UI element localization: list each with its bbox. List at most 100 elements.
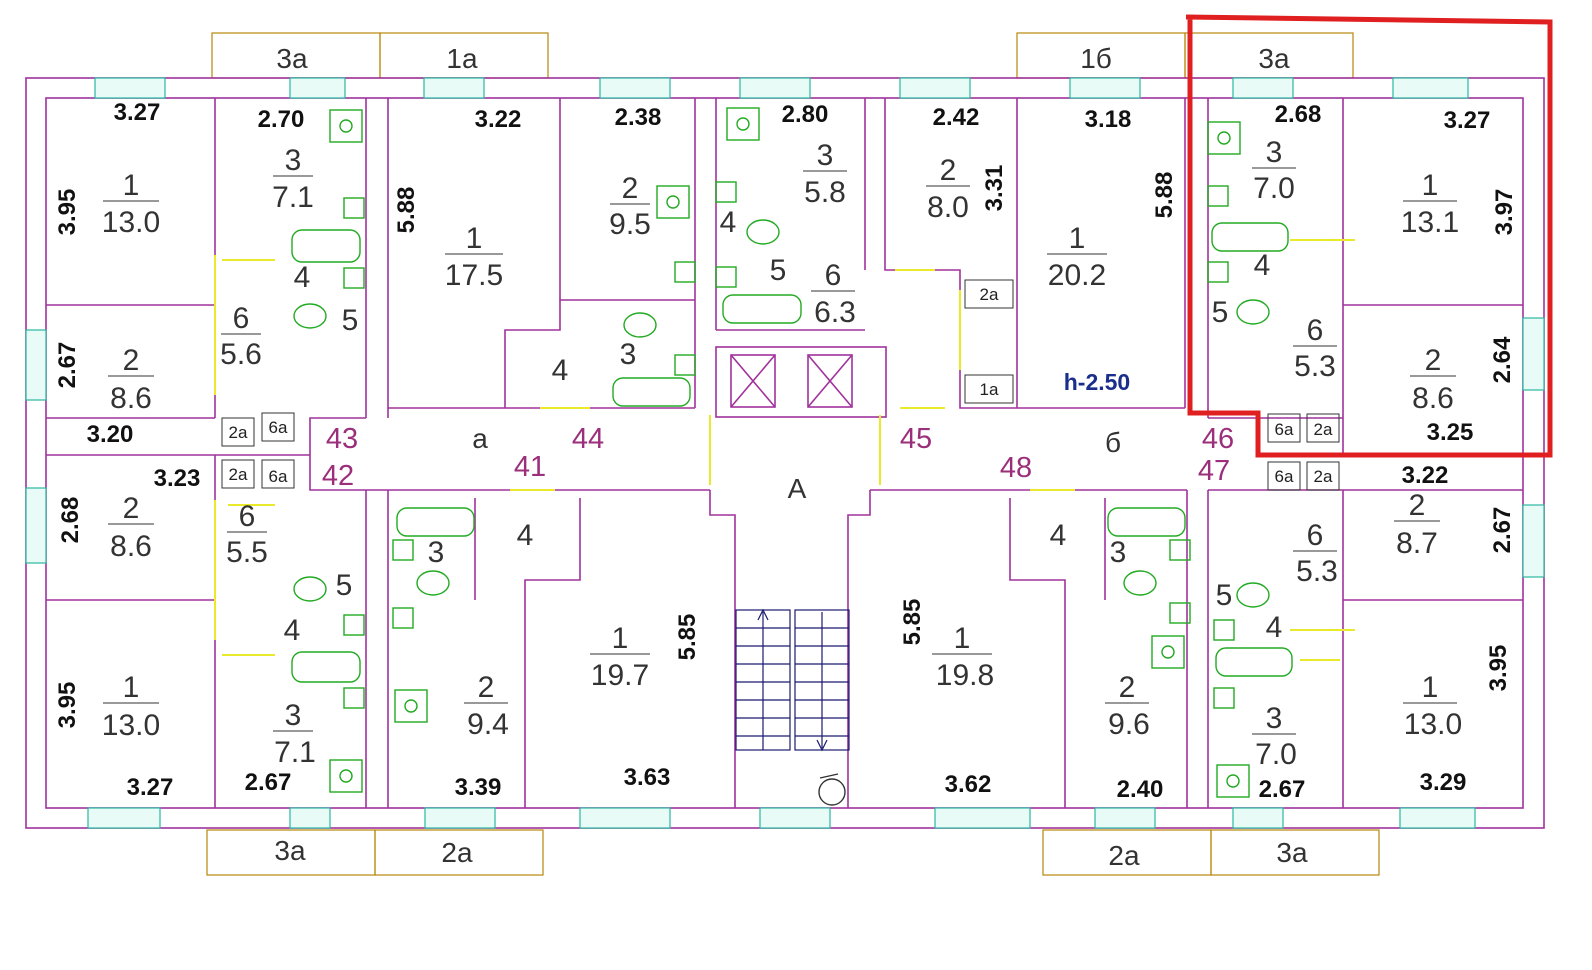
room-label: 117.5 — [445, 222, 503, 292]
balcony-label: 2а — [441, 837, 473, 868]
svg-text:5.3: 5.3 — [1296, 555, 1338, 588]
dimension-label: 3.29 — [1420, 769, 1467, 796]
corridor-number: 47 — [1198, 455, 1230, 487]
room-label: 29.5 — [609, 172, 651, 241]
room-label: 4 — [552, 354, 569, 387]
dimension-label: 3.27 — [114, 99, 161, 126]
storage-label: 6а — [1275, 420, 1294, 439]
dimension-label: 3.25 — [1427, 419, 1474, 446]
svg-text:3: 3 — [285, 699, 302, 732]
storage-label: 2а — [1314, 467, 1333, 486]
dimension-label: 3.22 — [1402, 462, 1449, 489]
svg-text:1: 1 — [466, 222, 483, 255]
storage-cells — [221, 279, 1340, 491]
dimension-label: 2.68 — [1275, 101, 1322, 128]
room-label: 4 — [1266, 611, 1283, 644]
dimension-label: 2.67 — [54, 342, 81, 389]
dimension-label: 2.67 — [1489, 507, 1516, 554]
room-label: 4 — [284, 614, 301, 647]
svg-text:6: 6 — [239, 500, 256, 533]
balcony-label: 3а — [274, 835, 306, 866]
room-label: 29.4 — [464, 671, 509, 741]
room-label: 35.8 — [803, 139, 847, 209]
svg-text:2: 2 — [622, 172, 639, 205]
room-label: 4 — [517, 519, 534, 552]
svg-text:5.3: 5.3 — [1294, 350, 1336, 383]
svg-text:19.7: 19.7 — [591, 659, 649, 692]
room-labels: 113.0 37.1 4 5 65.6 28.6 117.5 29.5 4 3 … — [102, 136, 1462, 771]
dimension-label: 3.39 — [455, 774, 502, 801]
svg-text:7.0: 7.0 — [1255, 738, 1297, 771]
room-label: 120.2 — [1047, 222, 1107, 292]
room-label: 37.1 — [272, 144, 314, 214]
doors — [214, 239, 1355, 661]
dimension-label: 3.95 — [54, 682, 81, 729]
svg-text:9.4: 9.4 — [467, 708, 509, 741]
dimension-label: 3.23 — [154, 465, 201, 492]
room-label: 65.6 — [220, 302, 262, 371]
room-label: 65.5 — [226, 500, 268, 569]
dimension-label: 3.31 — [981, 165, 1008, 212]
svg-text:6: 6 — [825, 259, 842, 292]
room-label: 5 — [770, 254, 787, 287]
dimension-label: 5.88 — [393, 187, 420, 234]
room-label: 28.6 — [108, 492, 154, 563]
svg-text:2: 2 — [123, 492, 140, 525]
svg-text:2: 2 — [940, 154, 957, 187]
corridor-number: 44 — [572, 423, 604, 455]
dimensions: 3.27 2.70 3.22 2.38 2.80 2.42 3.18 2.68 … — [54, 99, 1518, 803]
svg-text:8.6: 8.6 — [110, 382, 152, 415]
svg-text:13.1: 13.1 — [1401, 206, 1459, 239]
svg-text:5.8: 5.8 — [804, 176, 846, 209]
storage-label: 6а — [269, 418, 288, 437]
svg-text:1: 1 — [1422, 671, 1439, 704]
room-label: 29.6 — [1105, 671, 1150, 741]
room-label: 113.0 — [1403, 671, 1462, 741]
corridor-number: 41 — [514, 451, 546, 483]
balcony-label: 3а — [1258, 43, 1290, 74]
balcony-label: 1а — [446, 43, 478, 74]
dimension-label: 3.97 — [1491, 189, 1518, 236]
svg-text:9.5: 9.5 — [609, 208, 651, 241]
svg-text:7.0: 7.0 — [1253, 172, 1295, 205]
zone-labels: а б А — [472, 423, 1121, 504]
dimension-label: 3.20 — [87, 421, 134, 448]
svg-text:6: 6 — [1307, 314, 1324, 347]
dimension-label: 2.42 — [933, 104, 980, 131]
balcony-label: 3а — [276, 43, 308, 74]
garbage-chute-icon — [818, 773, 846, 806]
dimension-label: 2.64 — [1489, 336, 1516, 383]
room-label: 5 — [1212, 296, 1229, 329]
svg-text:1: 1 — [1422, 169, 1439, 202]
room-label: 66.3 — [811, 259, 856, 329]
svg-text:13.0: 13.0 — [102, 709, 160, 742]
svg-text:2: 2 — [123, 344, 140, 377]
dimension-label: 3.27 — [127, 774, 174, 801]
selected-apartment-outline — [1185, 14, 1553, 458]
room-label: 4 — [294, 261, 311, 294]
svg-text:8.6: 8.6 — [1412, 382, 1454, 415]
room-label: 3 — [428, 536, 445, 569]
room-label: 5 — [336, 569, 353, 602]
corridor-number: 45 — [900, 423, 932, 455]
dimension-label: 5.88 — [1151, 172, 1178, 219]
svg-text:2: 2 — [1119, 671, 1136, 704]
svg-text:3: 3 — [1266, 702, 1283, 735]
room-label: 4 — [1050, 519, 1067, 552]
room-label: 37.1 — [273, 699, 316, 769]
svg-text:5.5: 5.5 — [226, 536, 268, 569]
dimension-label: 3.18 — [1085, 106, 1132, 133]
svg-text:7.1: 7.1 — [272, 181, 314, 214]
svg-text:8.0: 8.0 — [927, 191, 969, 224]
zone-label: б — [1105, 427, 1121, 458]
balcony-bottom-2 — [374, 829, 544, 876]
balcony-label: 3а — [1276, 837, 1308, 868]
dimension-label: 2.40 — [1117, 776, 1164, 803]
corridor-number: 48 — [1000, 452, 1032, 484]
room-label: 119.7 — [590, 622, 650, 692]
svg-text:3: 3 — [1266, 136, 1283, 169]
dimension-label: 3.63 — [624, 764, 671, 791]
balcony-labels: 3а 1а 1б 3а 3а 2а 2а 3а — [274, 43, 1308, 871]
svg-text:5.6: 5.6 — [220, 338, 262, 371]
balcony-bottom-4 — [1210, 829, 1380, 876]
